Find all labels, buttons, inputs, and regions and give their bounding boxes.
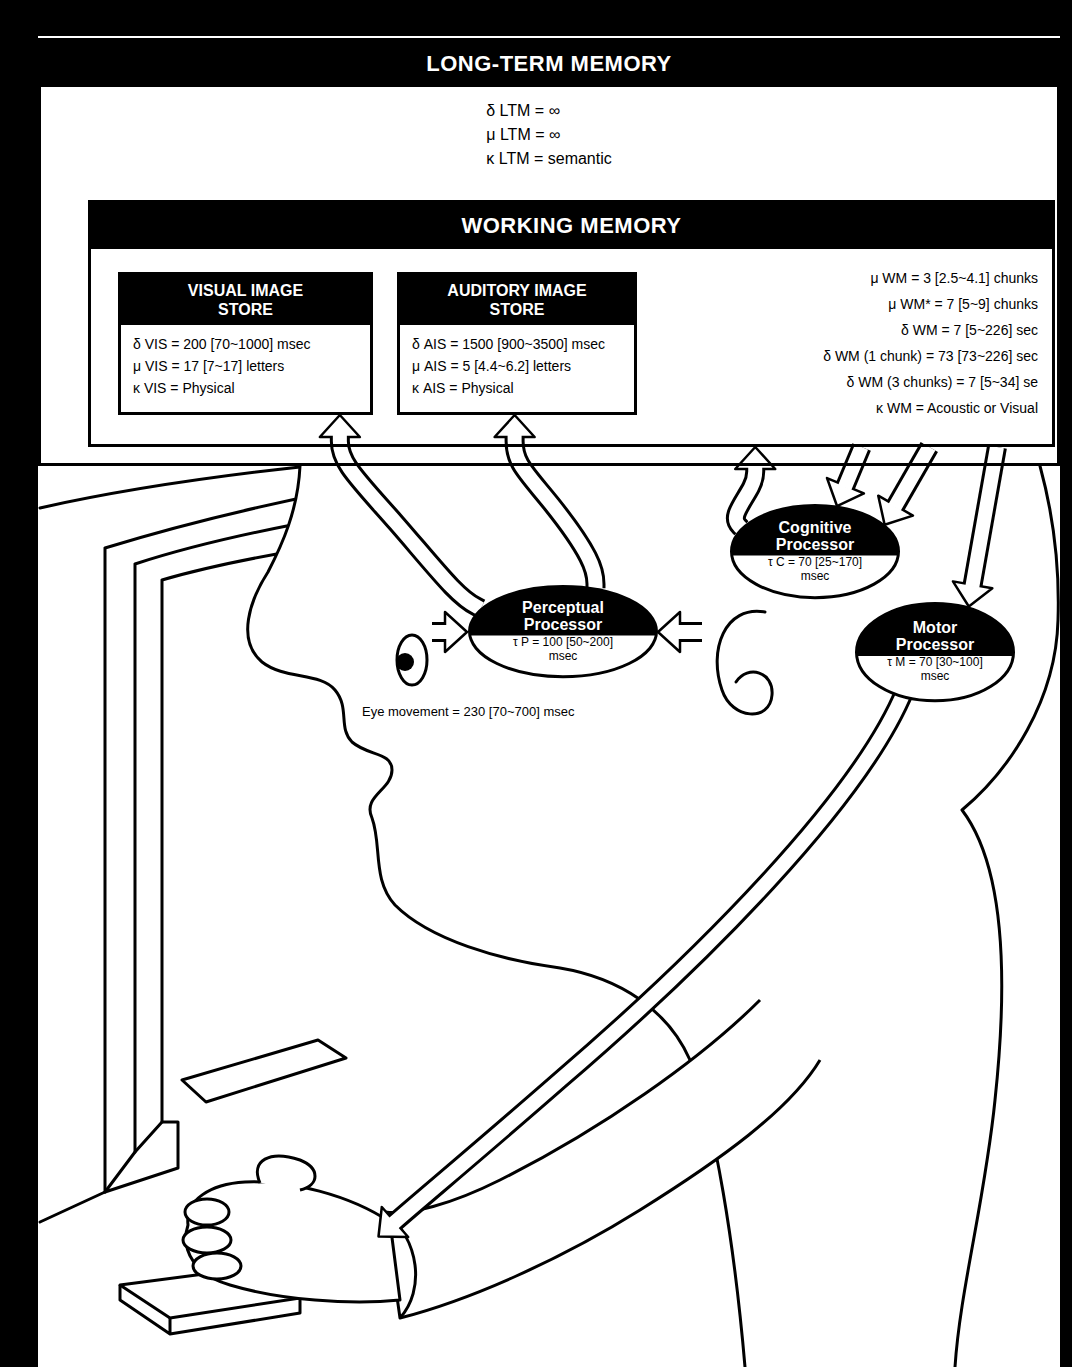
ellipse-dark-cap <box>857 603 1014 656</box>
parameter-text: κ VIS = Physical <box>133 377 360 399</box>
arrow-shaft-fill <box>972 447 997 587</box>
flow-arrow <box>827 447 864 506</box>
processor-name: Motor Processor <box>890 620 980 654</box>
desk-edge <box>40 1192 105 1222</box>
white-panel <box>38 36 1060 1367</box>
store-heading: VISUAL IMAGE STORE <box>121 275 370 325</box>
store-heading: AUDITORY IMAGE STORE <box>400 275 634 325</box>
arrow-shaft-fill <box>340 435 481 609</box>
processor-name: Perceptual Processor <box>508 600 618 634</box>
thumb <box>257 1156 315 1190</box>
processor-name: Cognitive Processor <box>765 520 865 554</box>
ellipse-outline <box>732 506 899 598</box>
parameter-text: κ AIS = Physical <box>412 377 624 399</box>
parameter-list: μ WM = 3 [2.5~4.1] chunksμ WM* = 7 [5~9]… <box>718 265 1038 421</box>
arrow-shaft-fill <box>515 435 596 588</box>
parameter-list: δ AIS = 1500 [900~3500] msecμ AIS = 5 [4… <box>400 325 634 405</box>
arrow-head <box>320 415 360 437</box>
motor-output-arrow <box>379 690 906 1237</box>
arrow-shaft-fill <box>895 447 930 507</box>
arrow-shaft-outline <box>340 437 481 609</box>
cycle-time: τ M = 70 [30~100] msec <box>878 656 993 684</box>
cognitive-processor: Cognitive Processorτ C = 70 [25~170] mse… <box>730 504 900 599</box>
ellipse-outline <box>857 603 1014 700</box>
pupil <box>396 653 414 671</box>
parameter-text: δ VIS = 200 [70~1000] msec <box>133 333 360 355</box>
processor-text-block: Motor Processorτ M = 70 [30~100] msec <box>878 620 993 684</box>
arrow-shaft <box>395 690 905 1222</box>
perceptual-processor: Perceptual Processorτ P = 100 [50~200] m… <box>468 585 658 678</box>
ear-input-arrow <box>658 612 702 652</box>
parameter-list: δ LTM = ∞μ LTM = ∞κ LTM = semantic <box>41 99 1057 171</box>
eye-input-arrow <box>432 612 467 652</box>
long-term-memory-box: VISUAL IMAGE STOREδ VIS = 200 [70~1000] … <box>38 38 1060 466</box>
arrow-shaft <box>394 690 906 1223</box>
parameter-text: δ WM (3 chunks) = 7 [5~34] se <box>718 369 1038 395</box>
flow-arrow <box>953 447 997 607</box>
keyboard <box>182 1040 346 1102</box>
processor-text-block: Perceptual Processorτ P = 100 [50~200] m… <box>501 600 626 664</box>
parameter-text: μ WM* = 7 [5~9] chunks <box>718 291 1038 317</box>
monitor-top <box>40 467 300 508</box>
ellipse-dark-cap <box>470 587 657 636</box>
arrow-head <box>495 415 535 437</box>
finger <box>183 1227 231 1253</box>
parameter-text: μ VIS = 17 [7~17] letters <box>133 355 360 377</box>
auditory-image-store-box: AUDITORY IMAGE STOREδ AIS = 1500 [900~35… <box>397 272 637 415</box>
parameter-text: μ WM = 3 [2.5~4.1] chunks <box>718 265 1038 291</box>
finger <box>185 1199 229 1225</box>
parameter-text: κ LTM = semantic <box>486 147 612 171</box>
processor-text-block: Cognitive Processorτ C = 70 [25~170] mse… <box>758 520 873 584</box>
parameter-text: μ AIS = 5 [4.4~6.2] letters <box>412 355 624 377</box>
visual-image-store-box: VISUAL IMAGE STOREδ VIS = 200 [70~1000] … <box>118 272 373 415</box>
parameter-list: δ VIS = 200 [70~1000] msecμ VIS = 17 [7~… <box>121 325 370 405</box>
ellipse-dark-cap <box>732 506 899 556</box>
memory-heading: LONG-TERM MEMORY <box>41 41 1057 87</box>
flow-arrow <box>495 415 596 588</box>
memory-heading: WORKING MEMORY <box>91 203 1052 249</box>
ellipse-fill <box>732 506 899 598</box>
annotation-label: Eye movement = 230 [70~700] msec <box>360 704 576 720</box>
parameter-column: δ LTM = ∞μ LTM = ∞κ LTM = semantic <box>486 99 612 171</box>
eye <box>397 635 427 685</box>
parameter-text: δ AIS = 1500 [900~3500] msec <box>412 333 624 355</box>
parameter-text: μ LTM = ∞ <box>486 123 612 147</box>
parameter-text: κ WM = Acoustic or Visual <box>718 395 1038 421</box>
arrow-shaft-fill <box>845 447 862 488</box>
arrow-shaft <box>432 625 449 639</box>
ellipse-fill <box>470 587 657 677</box>
arrow-shaft <box>676 625 702 639</box>
cycle-time: τ C = 70 [25~170] msec <box>758 556 873 584</box>
monitor-base <box>105 1122 178 1192</box>
ear <box>717 611 772 714</box>
working-memory-box: VISUAL IMAGE STOREδ VIS = 200 [70~1000] … <box>88 200 1055 447</box>
parameter-text: δ WM = 7 [5~226] sec <box>718 317 1038 343</box>
cycle-time: τ P = 100 [50~200] msec <box>501 636 626 664</box>
ellipse-outline <box>470 587 657 677</box>
parameter-text: δ LTM = ∞ <box>486 99 612 123</box>
finger <box>193 1253 241 1279</box>
arrow-shaft-fill <box>736 467 755 528</box>
ellipse-fill <box>857 603 1014 700</box>
parameter-text: δ WM (1 chunk) = 73 [73~226] sec <box>718 343 1038 369</box>
motor-processor: Motor Processorτ M = 70 [30~100] msec <box>855 602 1015 702</box>
flow-arrow <box>878 447 929 525</box>
